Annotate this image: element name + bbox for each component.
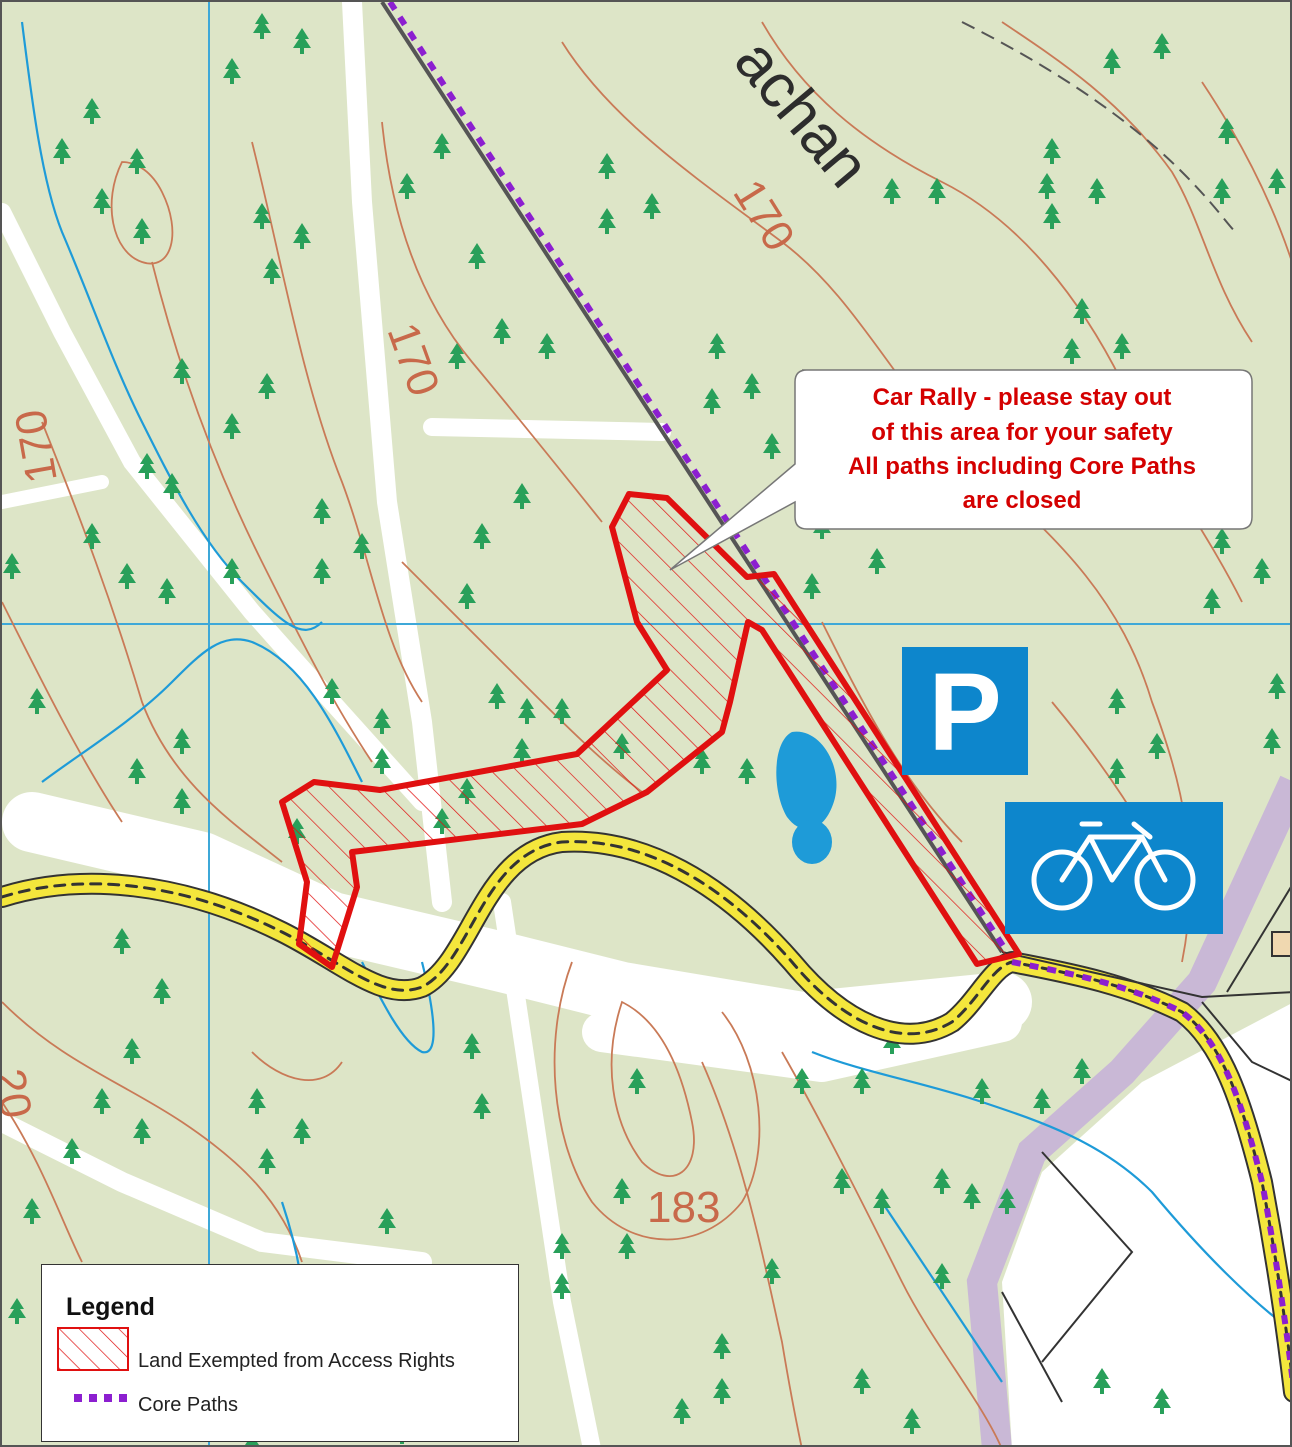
callout-line-3: All paths including Core Paths — [848, 453, 1196, 480]
boundary-band — [966, 775, 1290, 1445]
pond — [776, 731, 837, 864]
warning-callout: Car Rally - please stay out of this area… — [669, 369, 1253, 571]
exempt-area-polygon[interactable] — [279, 491, 1022, 970]
parking-sign-letter: P — [928, 651, 1001, 774]
bicycle-icon — [1005, 802, 1223, 934]
callout-line-1: Car Rally - please stay out — [873, 384, 1172, 411]
white-tracks — [2, 2, 1032, 1445]
core-path-swatch — [74, 1394, 128, 1402]
parking-icon: P — [902, 647, 1028, 775]
legend-label-exempt: Land Exempted from Access Rights — [138, 1350, 455, 1372]
callout-line-2: of this area for your safety — [871, 419, 1173, 446]
legend-label-core-paths: Core Paths — [138, 1394, 239, 1416]
spot-height-183: 183 — [647, 1183, 720, 1232]
callout-line-4: are closed — [963, 487, 1082, 514]
legend-panel: Legend Land Exempted from Access Rights … — [41, 1264, 519, 1442]
core-path-road — [1011, 959, 1290, 1384]
exempt-land-swatch — [57, 1327, 129, 1371]
legend-title: Legend — [66, 1293, 155, 1321]
field-boundary — [961, 21, 1238, 233]
buildings — [1001, 886, 1290, 1403]
contour-label-20: 20 — [2, 1065, 41, 1122]
built-up-area — [1002, 1004, 1290, 1445]
